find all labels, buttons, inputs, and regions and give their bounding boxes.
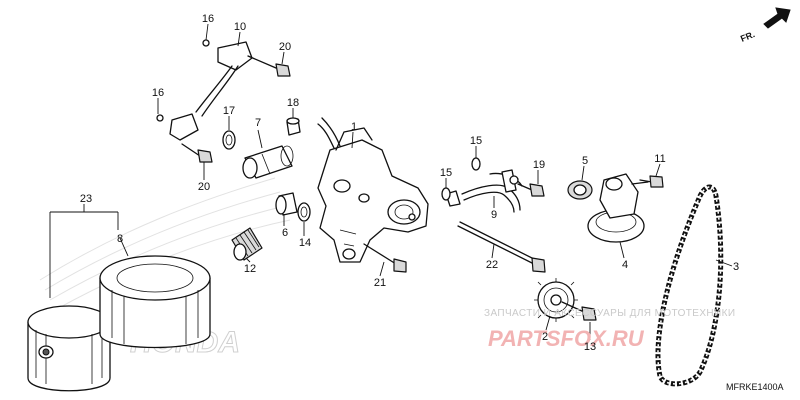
callout-20-top: 20	[279, 41, 291, 53]
washer-15-lower	[441, 187, 451, 201]
bolt-13	[561, 301, 597, 321]
bolt-22	[457, 221, 546, 273]
bolt-11	[639, 175, 664, 188]
oil-pipe	[445, 169, 523, 213]
oil-pump-body	[317, 117, 429, 263]
callout-3: 3	[733, 261, 739, 273]
bolt-20-lower	[181, 143, 213, 163]
callout-2: 2	[542, 331, 548, 343]
callout-5: 5	[582, 155, 588, 167]
callout-23: 23	[80, 193, 92, 205]
callout-19: 19	[533, 159, 545, 171]
callout-8: 8	[117, 233, 123, 245]
callout-1: 1	[351, 121, 357, 133]
callout-15-mid: 15	[440, 167, 452, 179]
callout-11: 11	[654, 153, 665, 165]
shop-watermark: ЗАПЧАСТИ И АКСЕССУАРЫ ДЛЯ МОТОТЕХНИКИ PA…	[484, 308, 735, 351]
pump-sprocket	[534, 278, 578, 322]
callout-22: 22	[486, 259, 498, 271]
front-direction-arrow: FR.	[739, 7, 791, 44]
o-ring-14	[297, 202, 311, 222]
callout-13: 13	[584, 341, 596, 353]
callout-10: 10	[234, 21, 246, 33]
cam-chain	[655, 184, 724, 387]
callout-12: 12	[244, 263, 256, 275]
collar-6	[275, 192, 298, 216]
callout-21: 21	[374, 277, 386, 289]
callout-17: 17	[223, 105, 235, 117]
hose-bracket	[156, 39, 253, 141]
bolt-21	[363, 243, 407, 273]
callout-6: 6	[282, 227, 288, 239]
callout-9: 9	[491, 209, 497, 221]
joint-collar	[242, 145, 294, 179]
callout-20-bottom: 20	[198, 181, 210, 193]
callout-4: 4	[622, 259, 628, 271]
o-ring-17	[222, 130, 236, 150]
bolt-20-upper	[247, 55, 291, 77]
watermark-logo: PARTSFOX.RU	[488, 326, 645, 351]
leader-lines	[119, 23, 733, 340]
callout-16-left: 16	[152, 87, 164, 99]
callout-14: 14	[299, 237, 311, 249]
callout-23-bracket	[49, 204, 119, 298]
oil-filter-element	[99, 255, 211, 349]
oil-filter-cartridge	[27, 305, 111, 392]
callout-15-top: 15	[470, 135, 482, 147]
washer-15-upper	[471, 157, 481, 171]
callout-7: 7	[255, 117, 261, 129]
oil-strainer	[587, 173, 649, 243]
oil-filter-stud	[231, 227, 263, 261]
watermark-caption: ЗАПЧАСТИ И АКСЕССУАРЫ ДЛЯ МОТОТЕХНИКИ	[484, 308, 735, 319]
front-label: FR.	[739, 29, 756, 44]
callout-18: 18	[287, 97, 299, 109]
strainer-seal	[567, 180, 593, 200]
diagram-code: MFRKE1400A	[726, 382, 784, 392]
callout-16-top: 16	[202, 13, 214, 25]
callout-labels: 16 10 20 16 17 18 7 1 20 23 8 6 14 12 21…	[80, 13, 739, 353]
bolt-19	[517, 183, 545, 197]
dowel-pin	[286, 117, 301, 136]
